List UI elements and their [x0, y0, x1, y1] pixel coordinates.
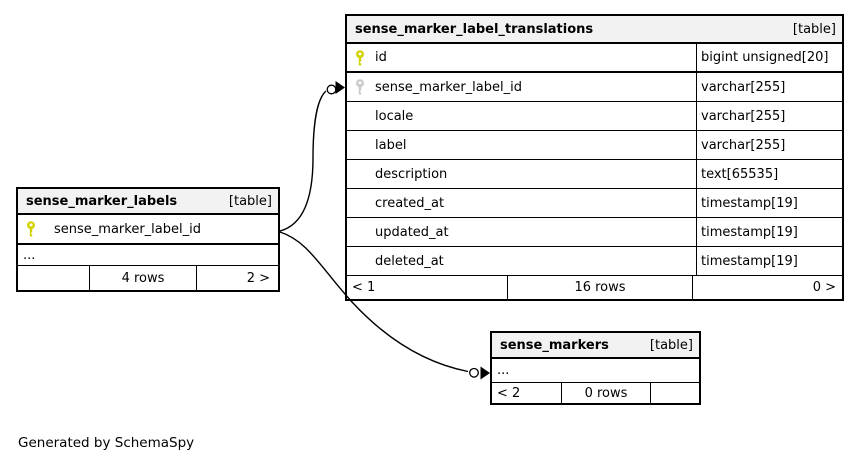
zero-or-one-circle-icon [469, 367, 479, 378]
column-type: timestamp[19] [696, 218, 842, 246]
column-type: varchar[255] [696, 131, 842, 159]
zero-or-one-circle-icon [326, 84, 337, 95]
table-footer: < 2 0 rows [492, 383, 699, 403]
column-row-label: label varchar[255] [347, 131, 842, 160]
column-name: updated_at [375, 224, 449, 240]
footer-row-count: 16 rows [507, 276, 692, 299]
table-header[interactable]: sense_marker_label_translations [table] [347, 16, 842, 44]
column-name: id [375, 50, 387, 65]
footer-row-count: 4 rows [89, 266, 196, 290]
column-type: text[65535] [696, 160, 842, 188]
table-footer: < 1 16 rows 0 > [347, 276, 842, 299]
table-name: sense_marker_label_translations [355, 21, 594, 37]
table-sense-marker-label-translations[interactable]: sense_marker_label_translations [table] … [345, 14, 844, 301]
table-type-tag: [table] [792, 21, 836, 37]
footer-parents-count: < 1 [352, 280, 376, 295]
table-type-tag: [table] [649, 337, 693, 353]
table-sense-markers[interactable]: sense_markers [table] ... < 2 0 rows [490, 331, 701, 405]
foreign-key-icon [355, 79, 365, 95]
generated-by-label: Generated by SchemaSpy [18, 435, 195, 451]
footer-row-count: 0 rows [561, 383, 650, 403]
column-name: description [375, 166, 448, 182]
column-row-updated-at: updated_at timestamp[19] [347, 218, 842, 247]
table-name: sense_marker_labels [26, 193, 178, 209]
column-type: timestamp[19] [696, 247, 842, 275]
footer-parents-count: < 2 [497, 385, 521, 401]
ellipsis-row: ... [18, 245, 278, 266]
column-row-created-at: created_at timestamp[19] [347, 189, 842, 218]
footer-children-count: 2 > [196, 266, 278, 290]
column-name: label [375, 137, 407, 153]
column-row-locale: locale varchar[255] [347, 102, 842, 131]
column-name: locale [375, 108, 414, 124]
column-type: timestamp[19] [696, 189, 842, 217]
column-row-id: id bigint unsigned[20] [347, 44, 842, 73]
primary-key-icon [26, 221, 36, 237]
table-header[interactable]: sense_markers [table] [492, 333, 699, 359]
column-type: bigint unsigned[20] [696, 44, 842, 71]
column-name: sense_marker_label_id [54, 221, 201, 237]
column-name: created_at [375, 195, 445, 211]
primary-key-icon [355, 49, 365, 66]
ellipsis-row: ... [492, 359, 699, 383]
column-row-sense-marker-label-id: sense_marker_label_id varchar[255] [347, 73, 842, 102]
relation-line-labels-translations [279, 90, 327, 232]
table-name: sense_markers [500, 337, 609, 353]
column-type: varchar[255] [696, 102, 842, 130]
column-row-description: description text[65535] [347, 160, 842, 189]
arrowhead-icon [480, 366, 490, 380]
column-name: sense_marker_label_id [375, 79, 522, 95]
table-footer: 4 rows 2 > [18, 266, 278, 290]
column-type: varchar[255] [696, 73, 842, 101]
table-sense-marker-labels[interactable]: sense_marker_labels [table] sense_marker… [16, 187, 280, 292]
column-name: deleted_at [375, 253, 444, 269]
table-type-tag: [table] [228, 193, 272, 209]
column-row-sense-marker-label-id: sense_marker_label_id [18, 215, 278, 245]
footer-children-count [650, 383, 699, 403]
table-header[interactable]: sense_marker_labels [table] [18, 189, 278, 215]
footer-children-count: 0 > [692, 276, 842, 299]
footer-parents-count [18, 266, 89, 290]
column-row-deleted-at: deleted_at timestamp[19] [347, 247, 842, 276]
arrowhead-icon [335, 81, 345, 94]
